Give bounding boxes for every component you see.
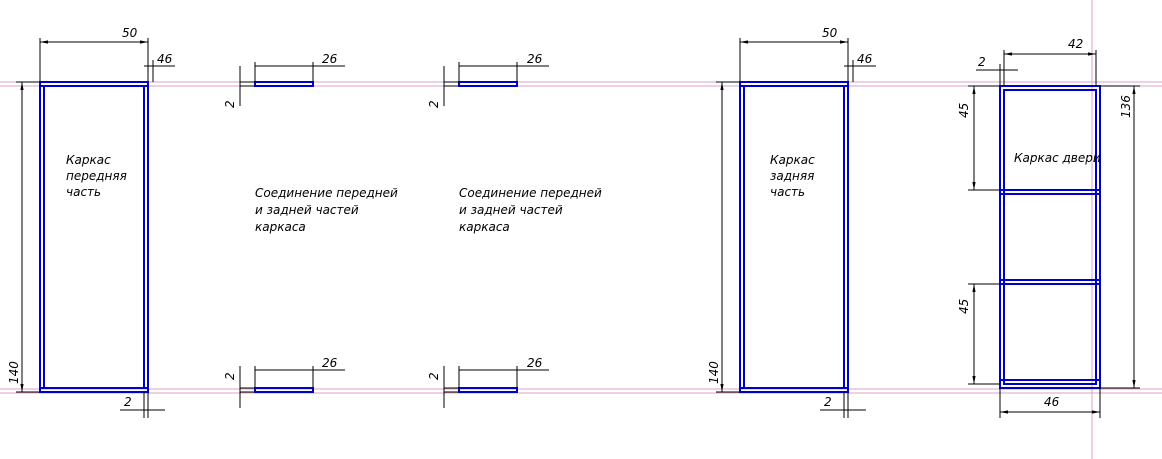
joint-2-bottom-length-value: 26 [527, 356, 543, 370]
joint-piece-1-top-length-dimension: 26 [254, 52, 345, 82]
joint-1-label: Соединение передней и задней частей карк… [255, 186, 402, 234]
back-bottom-thickness-value: 2 [824, 395, 832, 409]
front-bottom-thickness-value: 2 [124, 395, 132, 409]
back-side-offset-dimension: 46 [844, 52, 876, 82]
back-frame-part [739, 81, 849, 393]
door-upper-section-value: 45 [957, 103, 971, 118]
joint-piece-1-bottom [254, 387, 314, 393]
door-top-width-dimension: 42 [1003, 37, 1097, 86]
door-height-dimension: 136 [1100, 85, 1140, 389]
joint-2-bottom-thickness-value: 2 [427, 372, 441, 380]
joint-1-bottom-thickness-value: 2 [223, 372, 237, 380]
joint-1-top-length-value: 26 [322, 52, 338, 66]
door-top-thickness-dimension: 2 [976, 55, 1018, 86]
joint-piece-1-top-thickness-dimension: 2 [223, 66, 255, 108]
front-frame-part [39, 81, 149, 393]
door-lower-section-dimension: 45 [957, 283, 1000, 385]
joint-piece-2-top [458, 81, 518, 87]
joint-piece-1-top [254, 81, 314, 87]
front-height-dimension: 140 [7, 81, 40, 393]
door-top-thickness-value: 2 [978, 55, 986, 69]
joint-2-top-length-value: 26 [527, 52, 543, 66]
joint-piece-2-bottom-length-dimension: 26 [458, 356, 549, 388]
back-height-dimension: 140 [707, 81, 740, 393]
door-upper-section-dimension: 45 [957, 85, 1000, 191]
joint-piece-1-bottom-length-dimension: 26 [254, 356, 345, 388]
front-frame-label: Каркас передняя часть [66, 153, 131, 199]
door-height-value: 136 [1119, 95, 1133, 118]
door-frame-part [999, 85, 1101, 389]
joint-2-label: Соединение передней и задней частей карк… [459, 186, 606, 234]
back-bottom-thickness-dimension: 2 [820, 392, 866, 418]
joint-piece-2-bottom [458, 387, 518, 393]
joint-piece-2-top-thickness-dimension: 2 [427, 66, 459, 108]
front-bottom-thickness-dimension: 2 [120, 392, 165, 418]
joint-piece-2-bottom-thickness-dimension: 2 [427, 366, 459, 408]
joint-piece-2-top-length-dimension: 26 [458, 52, 549, 82]
joint-1-bottom-length-value: 26 [322, 356, 338, 370]
joint-piece-1-bottom-thickness-dimension: 2 [223, 366, 255, 408]
front-width-value: 50 [122, 26, 138, 40]
back-side-offset-value: 46 [857, 52, 873, 66]
joint-1-top-thickness-value: 2 [223, 100, 237, 108]
joint-2-top-thickness-value: 2 [427, 100, 441, 108]
front-side-offset-value: 46 [157, 52, 173, 66]
front-width-dimension: 50 [39, 26, 149, 82]
door-top-width-value: 42 [1068, 37, 1083, 51]
door-bottom-width-dimension: 46 [999, 388, 1101, 418]
door-bottom-width-value: 46 [1044, 395, 1060, 409]
back-frame-label: Каркас задняя часть [770, 153, 819, 199]
door-lower-section-value: 45 [957, 299, 971, 314]
front-side-offset-dimension: 46 [144, 52, 175, 82]
back-height-value: 140 [707, 361, 721, 384]
back-width-dimension: 50 [739, 26, 849, 82]
back-width-value: 50 [822, 26, 838, 40]
door-frame-label: Каркас двери [1014, 151, 1101, 165]
front-height-value: 140 [7, 361, 21, 384]
